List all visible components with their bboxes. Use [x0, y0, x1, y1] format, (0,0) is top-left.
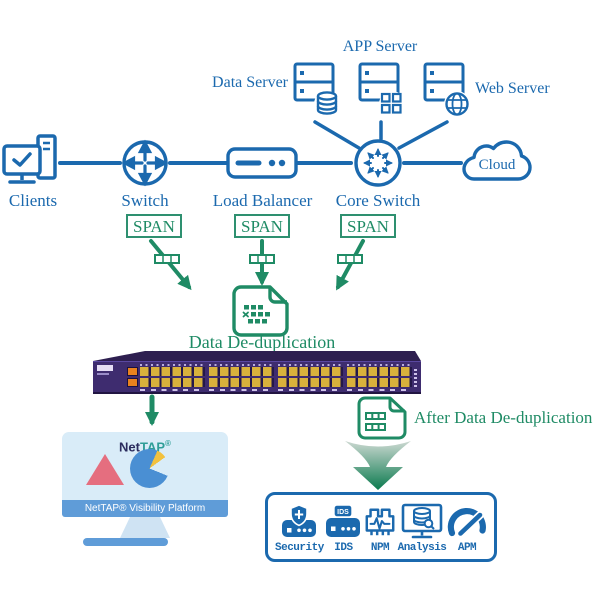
- security-icon: [282, 504, 317, 537]
- load-balancer-icon: [226, 147, 298, 179]
- after-dedup-label: After Data De-duplication: [414, 408, 593, 427]
- web-server-icon: [423, 62, 469, 117]
- svg-text:IDS: IDS: [338, 509, 350, 516]
- cloud-icon: Cloud: [462, 140, 532, 181]
- tool-apm-label: APM: [457, 542, 477, 554]
- dedup-document-icon: [232, 285, 289, 337]
- platform-title-bar: NetTAP® Visibility Platform: [62, 500, 228, 517]
- monitoring-tools-box: Security IDS IDS NPM: [265, 492, 497, 562]
- triangle-chart-icon: [86, 454, 124, 485]
- tool-apm: APM: [447, 506, 487, 554]
- clients-label: Clients: [8, 191, 58, 210]
- tool-security-label: Security: [275, 542, 324, 554]
- analysis-icon: [401, 503, 443, 539]
- monitor-base: [83, 538, 168, 546]
- switch-icon: [121, 139, 169, 187]
- tool-analysis-label: Analysis: [397, 542, 447, 554]
- appliance-front-panel: [93, 361, 421, 394]
- sfp-port-group-3: [278, 362, 343, 395]
- sfp-port-group-2: [209, 362, 274, 395]
- tool-analysis: Analysis: [398, 503, 447, 554]
- app-server-label: APP Server: [342, 38, 418, 55]
- load-balancer-label: Load Balancer: [212, 191, 313, 210]
- tool-security: Security: [275, 504, 324, 554]
- tool-npm-label: NPM: [370, 542, 390, 554]
- web-server-label: Web Server: [475, 80, 550, 97]
- data-server-label: Data Server: [212, 74, 288, 91]
- sfp-port-group-4: [347, 362, 412, 395]
- app-server-icon: [358, 62, 404, 117]
- data-server-icon: [293, 62, 339, 117]
- ids-icon: IDS: [326, 504, 361, 537]
- appliance-mgmt-port-1: [127, 367, 138, 376]
- core-switch-icon: [354, 139, 402, 187]
- appliance-mgmt-port-2: [127, 378, 138, 387]
- tool-ids-label: IDS: [334, 542, 353, 554]
- tool-npm: NPM: [363, 504, 397, 554]
- clients-icon: [2, 134, 57, 184]
- cloud-label: Cloud: [479, 157, 516, 173]
- dedup-label: Data De-duplication: [188, 332, 336, 352]
- core-switch-label: Core Switch: [335, 191, 421, 210]
- npm-icon: [365, 508, 395, 536]
- apm-icon: [447, 508, 486, 538]
- funnel-arrow: [345, 441, 411, 490]
- span-tag-core-switch: SPAN: [340, 214, 396, 238]
- span-tag-switch: SPAN: [126, 214, 182, 238]
- after-dedup-document-icon: [357, 396, 407, 440]
- span-tag-load-balancer: SPAN: [234, 214, 290, 238]
- sfp-port-group-1: [140, 362, 205, 395]
- monitor-screen: NetTAP® NetTAP® Visibility Platform: [62, 432, 228, 517]
- appliance-top-panel: [93, 351, 421, 361]
- pie-chart-icon: [130, 449, 169, 488]
- switch-label: Switch: [121, 191, 169, 210]
- appliance-logo: [97, 365, 113, 371]
- monitor-stand: [120, 517, 170, 538]
- tool-ids: IDS IDS: [324, 504, 362, 554]
